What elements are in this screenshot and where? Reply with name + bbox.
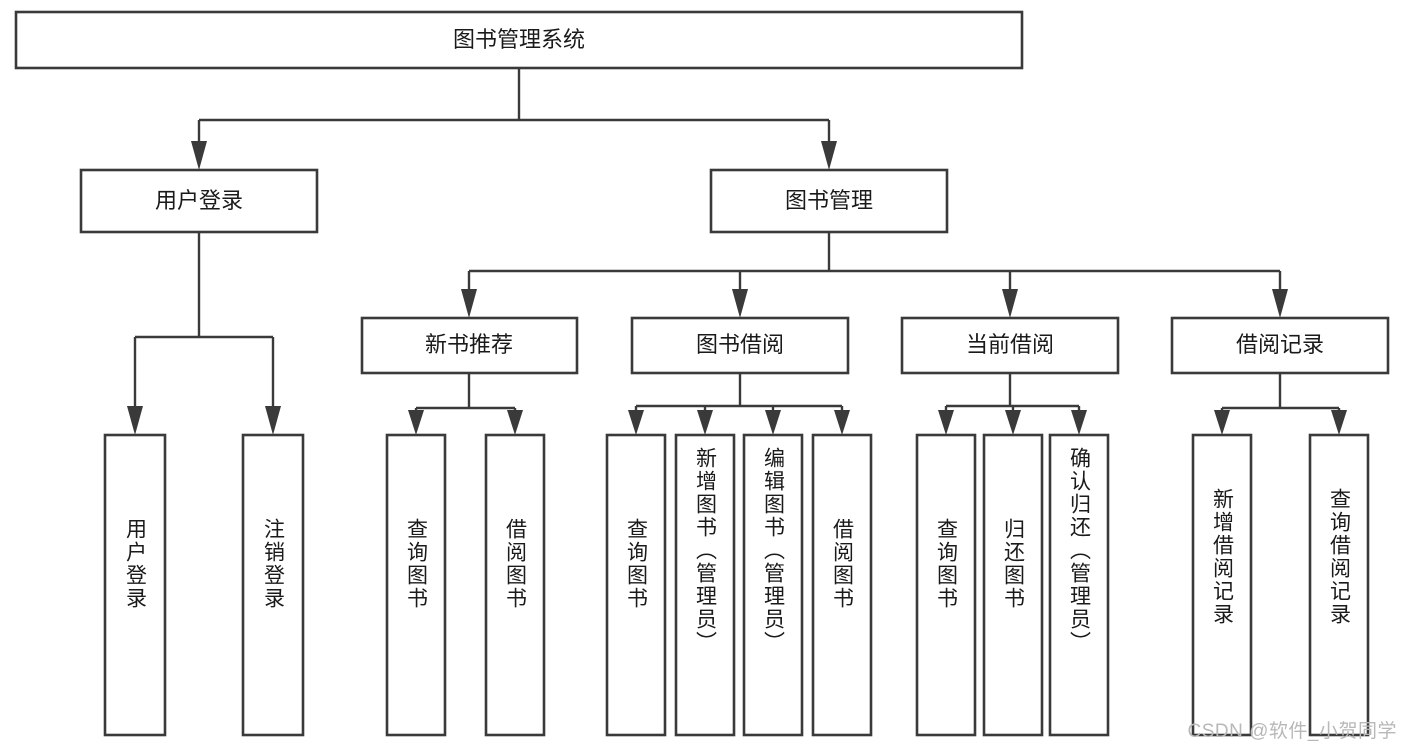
node-leaf-add-record-label: 新增借阅记录	[1211, 488, 1235, 626]
arrow-head-leaf-query-record	[1331, 410, 1347, 435]
node-leaf-borrow-book-2[interactable]: 借阅图书	[811, 433, 873, 737]
node-leaf-add-record[interactable]: 新增借阅记录	[1191, 433, 1253, 737]
node-leaf-query-book-2-label: 查询图书	[625, 518, 649, 610]
node-book-borrow[interactable]: 图书借阅	[630, 316, 850, 375]
node-leaf-confirm-return[interactable]: 确认归还（管理员）	[1048, 433, 1110, 737]
arrow-head-user-login	[191, 141, 207, 170]
node-leaf-borrow-book-2-label: 借阅图书	[831, 518, 855, 610]
arrow-head-leaf-borrow-book-2	[834, 410, 850, 435]
node-leaf-return-book-label: 归还图书	[1002, 518, 1026, 610]
arrow-head-leaf-borrow-book-1	[507, 410, 523, 435]
node-leaf-user-login[interactable]: 用户登录	[103, 433, 167, 737]
node-leaf-add-book-box[interactable]	[674, 433, 736, 737]
arrow-head-book-borrow	[732, 289, 748, 318]
node-leaf-query-book-1[interactable]: 查询图书	[385, 433, 447, 737]
node-leaf-borrow-book-1-box[interactable]	[484, 433, 546, 737]
node-leaf-edit-book-box[interactable]	[742, 433, 804, 737]
node-leaf-add-book-label: 新增图书（管理员）	[694, 447, 718, 654]
node-leaf-query-book-3-label: 查询图书	[935, 518, 959, 610]
node-leaf-edit-book[interactable]: 编辑图书（管理员）	[742, 433, 804, 737]
node-leaf-borrow-book-1-label: 借阅图书	[504, 518, 528, 610]
node-new-book-recommend-label: 新书推荐	[425, 332, 513, 357]
arrow-head-leaf-return-book	[1005, 410, 1021, 435]
node-leaf-confirm-return-label: 确认归还（管理员）	[1068, 447, 1092, 654]
node-new-book-recommend[interactable]: 新书推荐	[360, 316, 579, 375]
node-new-book-recommend-box[interactable]	[360, 316, 579, 375]
arrow-head-leaf-confirm-return	[1071, 410, 1087, 435]
arrow-head-current-borrow	[1002, 289, 1018, 318]
arrow-head-leaf-logout-login	[265, 406, 281, 435]
arrow-head-leaf-edit-book	[765, 410, 781, 435]
node-leaf-confirm-return-box[interactable]	[1048, 433, 1110, 737]
node-leaf-borrow-book-1[interactable]: 借阅图书	[484, 433, 546, 737]
node-leaf-query-book-3[interactable]: 查询图书	[915, 433, 977, 737]
node-leaf-borrow-book-2-box[interactable]	[811, 433, 873, 737]
node-leaf-return-book[interactable]: 归还图书	[982, 433, 1044, 737]
node-leaf-logout-login-label: 注销登录	[262, 518, 286, 610]
node-book-manage[interactable]: 图书管理	[709, 168, 949, 234]
connector-layer	[127, 68, 1347, 435]
node-root[interactable]: 图书管理系统	[14, 10, 1024, 70]
node-leaf-logout-login[interactable]: 注销登录	[241, 433, 305, 737]
node-book-borrow-box[interactable]	[630, 316, 850, 375]
node-book-manage-box[interactable]	[709, 168, 949, 234]
node-borrow-record-box[interactable]	[1170, 316, 1390, 375]
arrow-head-leaf-query-book-1	[408, 410, 424, 435]
node-book-manage-label: 图书管理	[785, 188, 873, 213]
node-current-borrow-box[interactable]	[900, 316, 1120, 375]
node-borrow-record-label: 借阅记录	[1236, 332, 1324, 357]
node-leaf-query-record-label: 查询借阅记录	[1328, 488, 1352, 626]
arrow-head-leaf-query-book-2	[628, 410, 644, 435]
node-leaf-add-record-box[interactable]	[1191, 433, 1253, 737]
arrow-head-new-book-recommend	[461, 289, 477, 318]
node-leaf-return-book-box[interactable]	[982, 433, 1044, 737]
node-leaf-user-login-box[interactable]	[103, 433, 167, 737]
node-user-login-box[interactable]	[79, 168, 319, 234]
node-root-label: 图书管理系统	[453, 27, 585, 52]
node-leaf-query-record[interactable]: 查询借阅记录	[1308, 433, 1370, 737]
node-root-box[interactable]	[14, 10, 1024, 70]
node-leaf-logout-login-box[interactable]	[241, 433, 305, 737]
arrow-head-borrow-record	[1272, 289, 1288, 318]
node-user-login-label: 用户登录	[155, 188, 243, 213]
arrow-head-book-manage	[821, 141, 837, 170]
node-leaf-query-book-1-box[interactable]	[385, 433, 447, 737]
node-leaf-query-book-1-label: 查询图书	[405, 518, 429, 610]
arrow-head-leaf-add-book	[697, 410, 713, 435]
node-current-borrow[interactable]: 当前借阅	[900, 316, 1120, 375]
node-user-login[interactable]: 用户登录	[79, 168, 319, 234]
node-leaf-query-book-2[interactable]: 查询图书	[605, 433, 667, 737]
node-leaf-query-book-2-box[interactable]	[605, 433, 667, 737]
arrow-head-leaf-query-book-3	[938, 410, 954, 435]
arrow-head-leaf-add-record	[1214, 410, 1230, 435]
arrow-head-leaf-user-login	[127, 406, 143, 435]
node-book-borrow-label: 图书借阅	[696, 332, 784, 357]
node-leaf-query-record-box[interactable]	[1308, 433, 1370, 737]
node-leaf-user-login-label: 用户登录	[124, 518, 148, 610]
node-current-borrow-label: 当前借阅	[966, 332, 1054, 357]
node-leaf-query-book-3-box[interactable]	[915, 433, 977, 737]
node-leaf-add-book[interactable]: 新增图书（管理员）	[674, 433, 736, 737]
node-borrow-record[interactable]: 借阅记录	[1170, 316, 1390, 375]
node-leaf-edit-book-label: 编辑图书（管理员）	[762, 447, 786, 654]
